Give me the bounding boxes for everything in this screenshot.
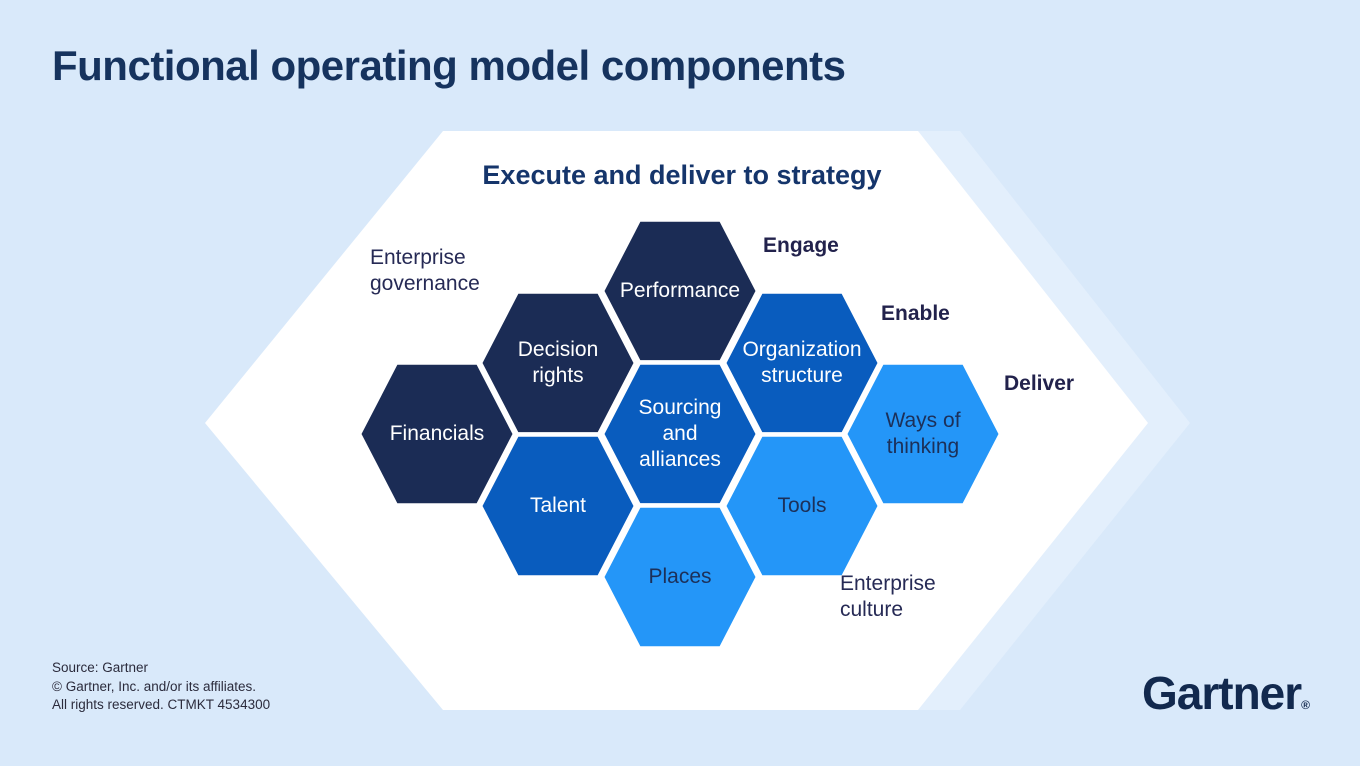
hex-label-ways-of-thinking: Ways of thinking	[885, 408, 961, 458]
label-enterprise-culture: Enterprise culture	[840, 572, 936, 622]
hexagon-tools	[721, 432, 883, 580]
hex-label-talent: Talent	[529, 493, 587, 517]
copyright-line: © Gartner, Inc. and/or its affiliates.	[52, 678, 257, 694]
label-enterprise-governance: Enterprise governance	[370, 246, 480, 296]
hex-label-decision-rights: Decision rights	[517, 337, 599, 387]
hex-label-organization-structure: Organization structure	[742, 337, 862, 387]
label-enable: Enable	[881, 302, 950, 325]
rights-line: All rights reserved. CTMKT 4534300	[52, 697, 271, 712]
gartner-logo-text: Gartner	[1142, 667, 1302, 719]
hex-label-financials: Financials	[389, 421, 485, 445]
diagram-heading: Execute and deliver to strategy	[482, 160, 882, 190]
hex-label-performance: Performance	[619, 278, 741, 302]
registered-trademark-icon: ®	[1301, 698, 1311, 712]
hex-label-sourcing-and-alliances: Sourcing and alliances	[638, 395, 722, 472]
hex-label-places: Places	[648, 564, 712, 588]
hex-label-tools: Tools	[777, 493, 827, 517]
gartner-logo: Gartner®	[1142, 666, 1310, 720]
page-title: Functional operating model components	[52, 42, 846, 89]
source-line: Source: Gartner	[52, 660, 149, 675]
label-deliver: Deliver	[1004, 372, 1075, 395]
source-attribution: Source: Gartner © Gartner, Inc. and/or i…	[52, 659, 270, 715]
hexagon-places	[599, 503, 761, 651]
hexagon-talent	[477, 432, 639, 580]
label-engage: Engage	[763, 234, 839, 257]
